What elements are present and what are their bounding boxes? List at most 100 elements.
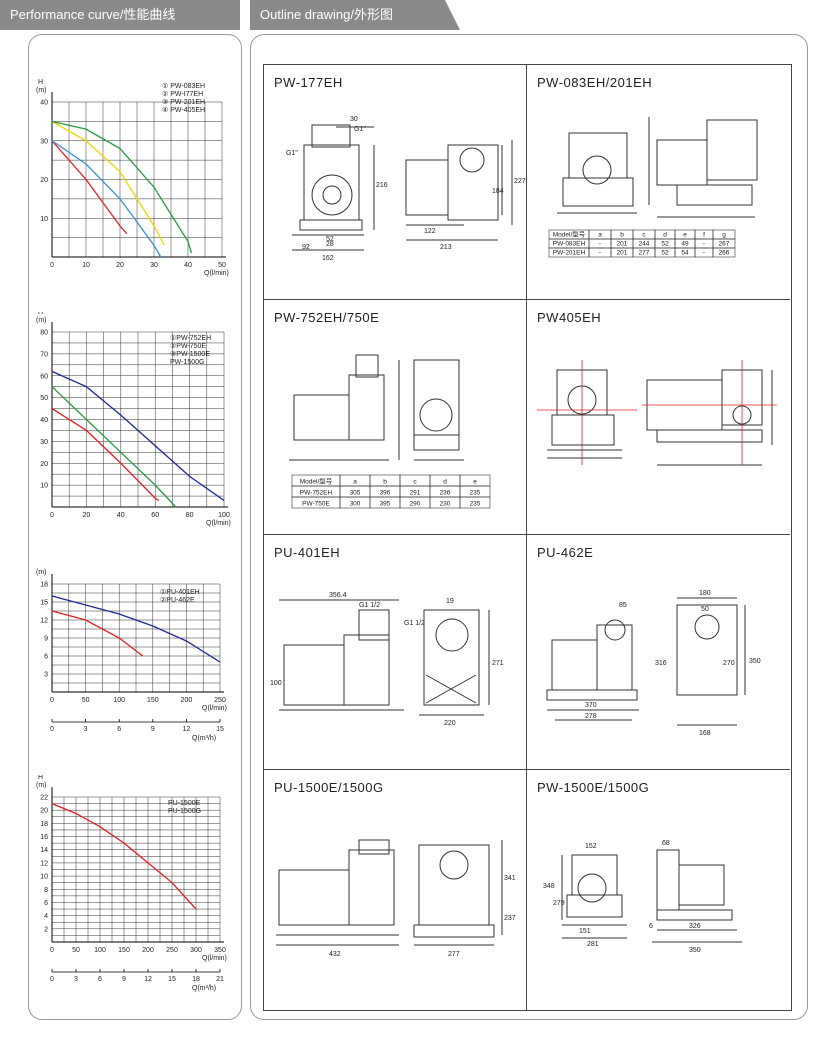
dim-label: 92 [302,244,310,251]
y-tick-label: 80 [40,330,48,337]
x-tick-label: 50 [218,262,226,269]
dim-label: 19 [446,598,454,605]
dim-label: 370 [585,702,597,709]
table-cell-text: 395 [380,501,391,508]
legend-entry: PU-1500E [168,800,201,807]
y-tick-label: 4 [44,913,48,920]
x-tick-label: 0 [50,947,54,954]
table-cell-text: PW-752EH [300,490,333,497]
y-tick-label: 50 [40,395,48,402]
y-tick-label: 20 [40,808,48,815]
cell-title: PW-083EH/201EH [537,75,653,90]
x2-tick-label: 21 [216,976,224,983]
table-cell [712,247,736,258]
x-tick-label: 200 [142,947,154,954]
table-cell-text: - [599,241,601,248]
x-tick-label: 150 [118,947,130,954]
x2-tick-label: 0 [50,976,54,983]
table-cell-text: g [722,232,726,239]
y-tick-label: 14 [40,847,48,854]
x2-tick-label: 6 [98,976,102,983]
dim-label: 122 [424,228,436,235]
x-tick-label: 100 [218,512,230,519]
legend-entry: ②PU-462E [160,596,195,604]
table-cell-text: c [413,479,417,486]
performance-panel [28,34,242,1020]
x-tick-label: 50 [82,697,90,704]
dim-label: 227 [514,178,526,185]
y-tick-label: 30 [40,138,48,145]
y-tick-label: 8 [44,887,48,894]
table-cell-text: 300 [350,501,361,508]
x-tick-label: 20 [83,512,91,519]
cell-pu462e: PU-462E 85 180 50 316 270 3 [527,535,790,770]
cell-title: PU-462E [537,545,594,560]
outline-drawing-tab: Outline drawing/外形图 [250,0,460,30]
table-cell-text: - [599,250,601,257]
x-tick-label: 40 [117,512,125,519]
y-tick-label: 2 [44,926,48,933]
dim-label: 356.4 [329,592,347,599]
y-axis-label: (m) [36,87,47,94]
dim-label: 237 [504,915,516,922]
y-tick-label: 15 [40,600,48,607]
cell-title: PU-401EH [274,545,341,560]
cell-title: PW-1500E/1500G [537,780,650,795]
x-tick-label: 10 [82,262,90,269]
table-cell-text: e [683,232,687,239]
legend-entry: ③PW-1500E [170,350,210,358]
table-cell-text: e [473,479,477,486]
x2-tick-label: 12 [183,726,191,733]
pu462e-drawing: 85 180 50 316 270 350 370 278 168 [546,590,761,737]
dim-label: G1 1/2 [359,602,380,609]
table-cell-text: PW-201EH [553,250,586,257]
legend-entry: ④ PW-405EH [162,106,205,114]
x-tick-label: 30 [150,262,158,269]
dim-label: 6 [649,923,653,930]
dim-label: 316 [655,660,667,667]
table-cell-text: b [383,479,387,486]
dim-label: 350 [689,947,701,954]
dim-label: 184 [492,188,504,195]
y-tick-label: 18 [40,821,48,828]
y-tick-label: 30 [40,439,48,446]
cell-pw177eh: PW-177EH 30 G1 [264,65,527,300]
x2-tick-label: 9 [151,726,155,733]
y-tick-label: 10 [40,483,48,490]
x2-tick-label: 3 [84,726,88,733]
dim-label: 52 [326,236,334,243]
legend-entry: ② PW-I77EH [162,90,203,98]
series-line [51,140,162,258]
x-axis-label: Q(l/min) [204,270,229,277]
y-tick-label: 12 [40,618,48,625]
dim-label: 85 [619,602,627,609]
y-axis-label: H [38,775,43,781]
table-cell-text: 305 [350,490,361,497]
table-cell-text: 290 [410,501,421,508]
table-cell-text: 266 [719,250,730,257]
table-cell-text: 291 [410,490,421,497]
dim-label: 277 [448,951,460,958]
y-tick-label: 12 [40,860,48,867]
dim-label: 28 [326,241,334,248]
table-cell-text: 244 [639,241,650,248]
table-cell-text: d [443,479,447,486]
pu1500e-drawing: 341 237 432 277 [276,839,516,958]
y-tick-label: 18 [40,582,48,589]
y-tick-label: 3 [44,672,48,679]
legend-entry: ③ PW-201EH [162,98,205,106]
x-tick-label: 60 [151,512,159,519]
x-tick-label: 0 [50,697,54,704]
cell-pw1500e: PW-1500E/1500G 152 68 348 279 151 [527,770,790,1010]
x-tick-label: 200 [181,697,193,704]
y-axis-label: H [38,79,43,86]
y-tick-label: 70 [40,351,48,358]
x-tick-label: 350 [214,947,226,954]
legend-entry: ① PW-083EH [162,82,205,90]
table-cell-text: 52 [661,250,669,257]
